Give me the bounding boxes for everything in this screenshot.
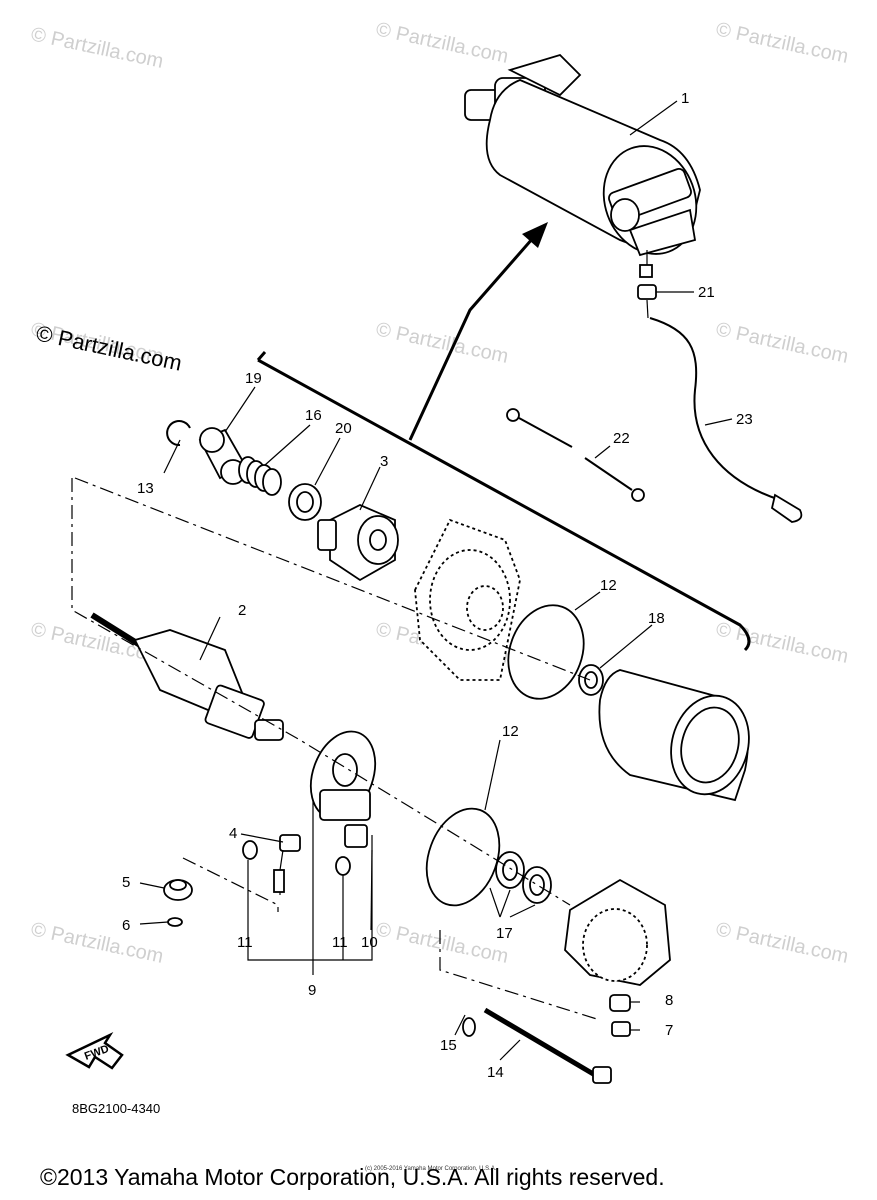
callout-10: 10	[361, 934, 378, 951]
part-16-spring	[238, 456, 282, 496]
callout-15: 15	[440, 1037, 457, 1054]
part-11-lock-washer	[335, 856, 351, 876]
watermark: © Partzilla.com	[374, 18, 510, 68]
callout-11: 11	[332, 934, 348, 951]
part-20-washer	[288, 483, 322, 521]
callouts: 1 2 3 4 5 6 7 8 9 10 11 11 12 12 13 14 1…	[122, 90, 753, 1081]
part-8-nut	[609, 994, 631, 1012]
assembly-arrow	[408, 229, 542, 441]
callout-16: 16	[305, 407, 322, 424]
diagram-code: 8BG2100-4340	[72, 1101, 160, 1116]
assembly-centerline	[74, 477, 591, 681]
front-cover	[414, 518, 521, 681]
part-14-through-bolt	[483, 1007, 612, 1084]
part-11-lock-washer	[242, 840, 258, 860]
callout-6: 6	[122, 917, 130, 934]
assembly-bracket	[257, 358, 751, 652]
watermark: © Partzilla.com	[29, 918, 165, 968]
part-3-clutch	[317, 504, 399, 582]
assembly-centerline	[439, 930, 601, 1021]
callout-18: 18	[648, 610, 665, 627]
callout-3: 3	[380, 453, 388, 470]
brush-plate	[309, 730, 377, 848]
callout-4: 4	[229, 825, 237, 842]
part-2-armature	[90, 612, 284, 741]
part-15-o-ring	[462, 1017, 476, 1037]
callout-1: 1	[681, 90, 689, 107]
assembly-centerline	[182, 857, 279, 912]
part-19-collar	[198, 427, 247, 485]
part-17-washers	[495, 851, 552, 904]
part-7-nut	[611, 1021, 631, 1037]
part-18-washer	[578, 664, 604, 696]
watermark: © Partzilla.com	[374, 318, 510, 368]
callout-12: 12	[502, 723, 519, 740]
watermark: © Partzilla.com	[374, 918, 510, 968]
part-6-washer	[167, 917, 183, 927]
partzilla-logo: © Partzilla.com	[34, 320, 184, 375]
fwd-arrow: FWD	[65, 1032, 124, 1070]
callout-5: 5	[122, 874, 130, 891]
bracket-9	[247, 835, 373, 961]
watermark: © Partzilla.com	[714, 618, 850, 668]
part-22-lead	[506, 408, 645, 502]
assembly-centerline	[71, 478, 571, 906]
callout-21: 21	[698, 284, 715, 301]
callout-9: 9	[308, 982, 316, 999]
watermark: © Partzilla.com	[714, 18, 850, 68]
callout-7: 7	[665, 1022, 673, 1039]
callout-2: 2	[238, 602, 246, 619]
callout-23: 23	[736, 411, 753, 428]
watermark: © Partzilla.com	[714, 918, 850, 968]
small-notice: (c) 2005-2016 Yamaha Motor Corporation, …	[365, 1166, 497, 1172]
callout-12: 12	[600, 577, 617, 594]
part-1-starter-motor	[464, 53, 701, 278]
callout-19: 19	[245, 370, 262, 387]
leader-lines	[139, 100, 733, 1061]
callout-22: 22	[613, 430, 630, 447]
rear-cover	[564, 878, 671, 986]
assembly-arrow-head	[522, 222, 548, 248]
part-5-grommet	[163, 879, 193, 901]
part-13-circlip	[166, 420, 191, 447]
part-12-o-ring-rear	[425, 807, 501, 907]
part-4-brush	[273, 834, 301, 895]
callout-20: 20	[335, 420, 352, 437]
callout-17: 17	[496, 925, 513, 942]
callout-8: 8	[665, 992, 673, 1009]
callout-11: 11	[237, 934, 253, 951]
watermark: © Partzilla.com	[29, 23, 165, 73]
copyright-notice: ©2013 Yamaha Motor Corporation, U.S.A. A…	[40, 1164, 665, 1190]
callout-14: 14	[487, 1064, 504, 1081]
yoke	[598, 669, 750, 802]
watermark: © Partzilla.com	[714, 318, 850, 368]
part-12-o-ring-front	[507, 604, 585, 700]
callout-13: 13	[137, 480, 154, 497]
